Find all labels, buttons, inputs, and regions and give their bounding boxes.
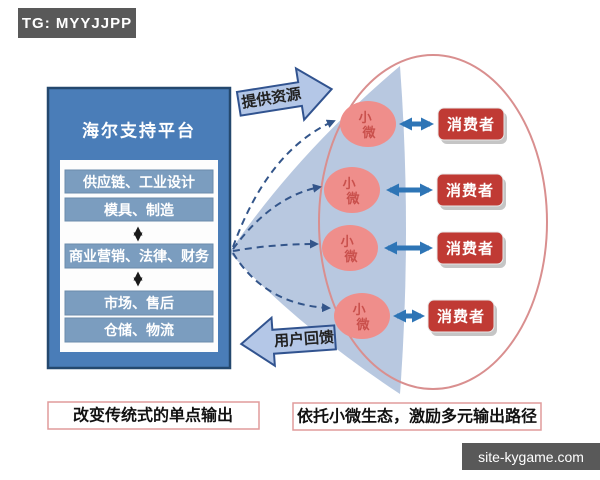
- micro-circle: [324, 167, 380, 213]
- dashed-arrow: [232, 183, 322, 250]
- left-block-arrow-icon: [239, 315, 337, 368]
- tg-badge: TG: MYYJJPP: [18, 8, 136, 38]
- platform-bar: [64, 197, 214, 222]
- micro-label: 小 微: [343, 176, 361, 206]
- caption-right: 依托小微生态，激励多元输出路径: [292, 402, 542, 431]
- right-block-arrow-icon: [235, 66, 334, 122]
- ecosystem-row: 小 微 消费者: [334, 293, 497, 339]
- ecosystem-row: 小 微 消费者: [340, 101, 507, 147]
- dashed-arrow: [232, 239, 319, 252]
- caption-left-box: [47, 401, 260, 430]
- ecosystem-ellipse: [318, 54, 548, 390]
- user-feedback-label: 用户回馈: [274, 328, 335, 350]
- platform-bar: [64, 290, 214, 316]
- consumer-label: 消费者: [437, 308, 485, 326]
- consumer-label: 消费者: [447, 116, 495, 134]
- platform-bar-label: 仓储、物流: [103, 322, 174, 338]
- platform-bar-label: 模具、制造: [104, 202, 174, 218]
- caption-right-box: [292, 402, 542, 431]
- dashed-arrows: [232, 119, 336, 313]
- platform-bar-label: 供应链、工业设计: [82, 174, 195, 190]
- consumer-box: [427, 299, 495, 333]
- platform-bar: [64, 169, 214, 194]
- micro-label: 小 微: [341, 234, 359, 264]
- ecosystem-row: 小 微 消费者: [324, 167, 506, 213]
- micro-circle: [340, 101, 396, 147]
- consumer-label: 消费者: [446, 240, 494, 258]
- watermark-badge: site-kygame.com: [462, 443, 600, 470]
- platform-box: 海尔支持平台 供应链、工业设计 模具、制造 商业营销、法律、财务 市场、售后 仓…: [46, 86, 232, 370]
- watermark-label: site-kygame.com: [478, 448, 584, 465]
- micro-label: 小 微: [359, 110, 377, 140]
- caption-left-label: 改变传统式的单点输出: [73, 406, 233, 425]
- micro-circle: [322, 225, 378, 271]
- platform-title: 海尔支持平台: [82, 121, 196, 141]
- platform-bar: [64, 243, 214, 269]
- platform-bar-label: 市场、售后: [104, 295, 174, 311]
- micro-label: 小 微: [353, 302, 371, 332]
- micro-circle: [334, 293, 390, 339]
- platform-bar: [64, 317, 214, 343]
- dashed-arrow: [232, 252, 331, 313]
- tg-badge-label: TG: MYYJJPP: [21, 14, 133, 32]
- user-feedback-arrow: 用户回馈: [239, 315, 337, 368]
- consumer-label: 消费者: [446, 182, 494, 200]
- caption-left: 改变传统式的单点输出: [47, 401, 260, 430]
- consumer-box: [436, 173, 504, 207]
- caption-right-label: 依托小微生态，激励多元输出路径: [297, 407, 537, 426]
- consumer-box: [436, 231, 504, 265]
- consumer-box: [437, 107, 505, 141]
- dashed-arrow: [232, 119, 336, 248]
- provide-resources-arrow: 提供资源: [235, 66, 334, 122]
- platform-bar-label: 商业营销、法律、财务: [69, 248, 210, 264]
- ecosystem-rows: 小 微 消费者 小 微 消费者: [322, 101, 507, 339]
- ecosystem-row: 小 微 消费者: [322, 225, 506, 271]
